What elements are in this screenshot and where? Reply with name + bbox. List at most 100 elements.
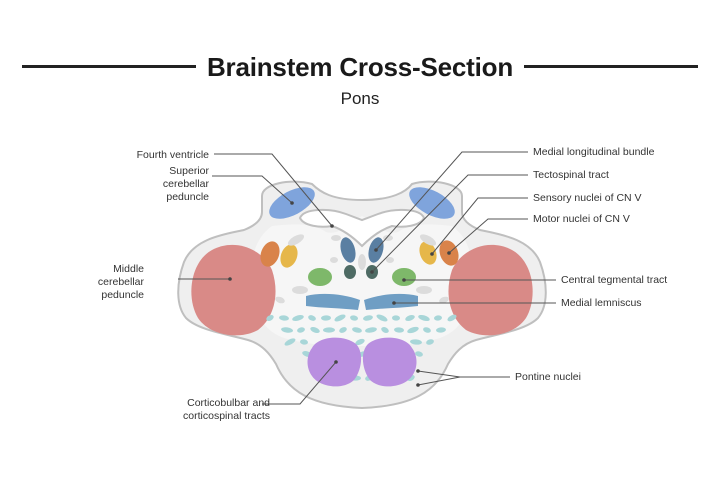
title-rule-left bbox=[22, 65, 196, 68]
fibre-bundle bbox=[330, 257, 338, 263]
fibre-bundle bbox=[331, 235, 341, 241]
label-middle-peduncle-1: Middle bbox=[113, 263, 144, 275]
leader-sensory bbox=[431, 197, 528, 255]
label-motor: Motor nuclei of CN V bbox=[533, 213, 630, 225]
fibre-bundle bbox=[439, 296, 449, 304]
leader-lines bbox=[178, 151, 556, 405]
pontine-nucleus bbox=[292, 315, 304, 321]
pontine-nucleus bbox=[392, 315, 400, 321]
pontine-nucleus bbox=[436, 327, 446, 333]
dot-superior-peduncle bbox=[290, 201, 294, 205]
middle-cerebellar-peduncle-left bbox=[191, 244, 276, 336]
central-tegmental-right bbox=[392, 268, 416, 286]
dot-pontine-a bbox=[416, 369, 420, 373]
dot-sensory bbox=[430, 252, 434, 256]
sensory-nucleus-v-left bbox=[280, 244, 298, 268]
leader-fourth-ventricle bbox=[214, 153, 333, 227]
corticospinal-right bbox=[362, 337, 417, 387]
pontine-nucleus bbox=[415, 351, 423, 357]
superior-cerebellar-peduncle-right bbox=[409, 187, 455, 219]
medial-lemniscus-left bbox=[306, 293, 360, 310]
pontine-nucleus bbox=[407, 326, 419, 334]
dot-motor bbox=[447, 251, 451, 255]
pontine-nucleus bbox=[447, 314, 457, 322]
pontine-nucleus bbox=[334, 314, 346, 322]
pontine-nucleus bbox=[355, 338, 365, 346]
label-tectospinal: Tectospinal tract bbox=[533, 169, 609, 181]
leader-tectospinal bbox=[371, 174, 528, 273]
pontine-nucleus bbox=[423, 327, 431, 333]
dot-fourth-ventricle bbox=[330, 224, 334, 228]
leader-mlf bbox=[375, 151, 528, 251]
central-tegmental-left bbox=[308, 268, 332, 286]
pontine-nucleus bbox=[418, 314, 430, 322]
dot-corticobulbar bbox=[334, 360, 338, 364]
dot-mlf bbox=[374, 248, 378, 252]
label-superior-peduncle-2: cerebellar bbox=[163, 178, 210, 190]
diagram-subtitle: Pons bbox=[340, 89, 380, 108]
label-middle-peduncle-3: peduncle bbox=[101, 289, 144, 301]
pontine-nucleus bbox=[300, 339, 308, 345]
pontine-nucleus bbox=[376, 314, 388, 322]
pontine-nucleus bbox=[426, 339, 434, 345]
fibre-bundle bbox=[275, 296, 285, 304]
pontine-nucleus bbox=[410, 339, 422, 345]
dot-medial-lemniscus bbox=[392, 301, 396, 305]
pontine-nucleus bbox=[363, 315, 373, 321]
pontine-nucleus bbox=[308, 315, 316, 321]
pontine-nucleus bbox=[434, 315, 442, 321]
leader-motor bbox=[448, 218, 528, 254]
label-superior-peduncle-1: Superior bbox=[169, 165, 209, 177]
dot-middle-peduncle bbox=[228, 277, 232, 281]
reticular-fibres bbox=[275, 234, 449, 304]
pontine-nucleus bbox=[405, 315, 415, 321]
pontine-nucleus bbox=[323, 327, 335, 333]
fibre-bundle bbox=[386, 257, 394, 263]
leader-corticobulbar bbox=[262, 361, 337, 405]
label-pontine-nuclei: Pontine nuclei bbox=[515, 371, 581, 383]
label-fourth-ventricle: Fourth ventricle bbox=[137, 149, 210, 161]
label-middle-peduncle-2: cerebellar bbox=[98, 276, 145, 288]
fibre-bundle bbox=[287, 234, 305, 246]
pontine-nucleus bbox=[339, 327, 347, 333]
pontine-nucleus bbox=[279, 315, 289, 321]
sensory-nucleus-v-right bbox=[419, 241, 437, 265]
pontine-nucleus bbox=[352, 327, 362, 333]
title-rule-right bbox=[524, 65, 698, 68]
fibre-bundle bbox=[358, 254, 366, 270]
label-sensory: Sensory nuclei of CN V bbox=[533, 192, 642, 204]
pontine-nucleus bbox=[310, 326, 320, 334]
pontine-nucleus bbox=[266, 314, 274, 322]
label-corticobulbar-1: Corticobulbar and bbox=[187, 397, 270, 409]
leader-superior-peduncle bbox=[212, 175, 293, 204]
pontine-nucleus bbox=[381, 327, 389, 333]
motor-nucleus-v-left bbox=[260, 241, 280, 267]
label-corticobulbar-2: corticospinal tracts bbox=[183, 410, 270, 422]
pontine-nucleus bbox=[350, 315, 358, 321]
dot-central-tegmental bbox=[402, 278, 406, 282]
pontine-nucleus bbox=[281, 327, 293, 333]
label-medial-lemniscus: Medial lemniscus bbox=[561, 297, 642, 309]
label-superior-peduncle-3: peduncle bbox=[166, 191, 209, 203]
tectospinal-left bbox=[344, 265, 356, 279]
fibre-bundle bbox=[419, 234, 437, 246]
pons-inner bbox=[251, 216, 473, 346]
label-central-tegmental: Central tegmental tract bbox=[561, 274, 667, 286]
medial-lemniscus-right bbox=[364, 293, 418, 310]
pontine-nucleus bbox=[321, 315, 331, 321]
label-mlf: Medial longitudinal bundle bbox=[533, 146, 655, 158]
dot-tectospinal bbox=[370, 270, 374, 274]
fibre-bundle bbox=[416, 286, 432, 294]
pontine-nucleus bbox=[394, 327, 404, 333]
middle-cerebellar-peduncle-right bbox=[448, 244, 533, 336]
dot-pontine-b bbox=[416, 383, 420, 387]
leader-pontine-b bbox=[417, 376, 461, 386]
pontine-nucleus bbox=[297, 327, 305, 333]
labels: Fourth ventricle Superior cerebellar ped… bbox=[98, 146, 667, 422]
mlf-left bbox=[340, 237, 356, 263]
pontine-nucleus bbox=[365, 327, 377, 333]
leader-dots bbox=[228, 201, 451, 387]
pontine-nucleus bbox=[284, 338, 296, 346]
